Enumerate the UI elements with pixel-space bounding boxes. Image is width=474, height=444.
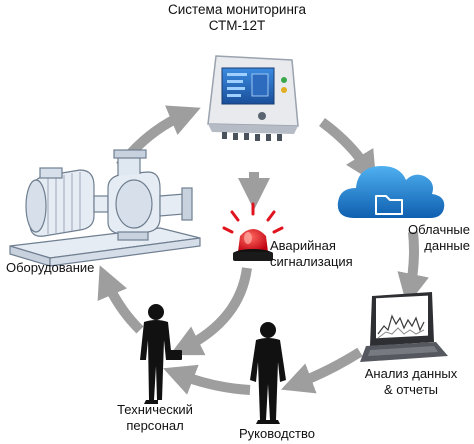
tech-staff-label: Технический персонал (100, 402, 210, 434)
analysis-label-line1: Анализ данных (364, 366, 458, 381)
technician-person-icon (140, 304, 182, 404)
tech-staff-label-line2: персонал (126, 418, 184, 433)
arrow-management-to-staff (163, 364, 251, 395)
cloud-label-line2: данные (424, 238, 470, 253)
alarm-beacon-icon (222, 202, 284, 261)
cloud-label-line1: Облачные (407, 222, 470, 237)
arrow-analysis-to-management (281, 347, 363, 394)
laptop-icon (360, 292, 448, 362)
manager-person-icon (250, 322, 286, 424)
arrow-device-to-cloud (319, 117, 377, 184)
management-label: Руководство (239, 426, 315, 441)
alarm-label-line2: сигнализация (270, 254, 353, 269)
arrow-cloud-to-analysis (397, 231, 429, 306)
system-title: Система мониторинга СТМ-12Т (152, 2, 322, 34)
cloud-label: Облачные данные (394, 222, 470, 254)
tech-staff-label-line1: Технический (117, 402, 193, 417)
system-title-line1: Система мониторинга (167, 2, 307, 17)
system-title-line2: СТМ-12Т (208, 18, 266, 33)
monitoring-device-icon (207, 55, 299, 141)
alarm-label-line1: Аварийная (270, 238, 336, 253)
cloud-icon (337, 166, 445, 218)
equipment-label: Оборудование (6, 260, 95, 275)
analysis-label: Анализ данных & отчеты (352, 366, 470, 398)
analysis-label-line2: & отчеты (383, 382, 439, 397)
industrial-pump-icon (9, 149, 201, 267)
arrow-staff-to-equipment (97, 265, 144, 334)
alarm-label: Аварийная сигнализация (270, 238, 370, 270)
arrow-alarm-to-staff (169, 267, 252, 356)
